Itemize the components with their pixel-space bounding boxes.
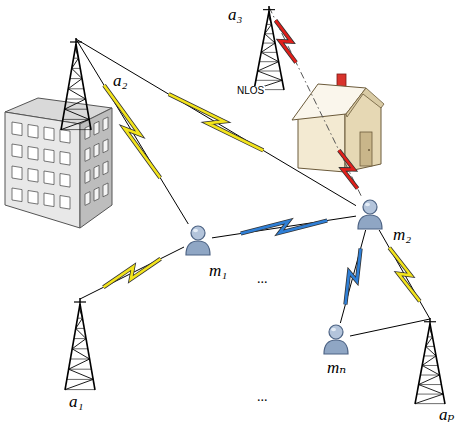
building-window: [94, 143, 99, 157]
radio-link: [212, 216, 356, 238]
user-icon: [356, 198, 384, 230]
radio-link: [76, 39, 188, 224]
building-window: [44, 149, 54, 163]
base-station: a₃: [251, 6, 287, 90]
node-label: m₁: [208, 262, 228, 279]
building-window: [44, 193, 54, 207]
base-station: aₚ: [412, 318, 448, 404]
node-label: a₁: [68, 393, 84, 410]
radio-link: [269, 7, 362, 198]
building-window: [28, 125, 38, 139]
house: [292, 74, 384, 172]
tower-icon: [62, 298, 98, 390]
building-window: [12, 122, 22, 136]
radio-link: [340, 230, 365, 323]
node-label: a₃: [227, 6, 243, 23]
lightning-outline: [241, 220, 327, 233]
building-window: [28, 169, 38, 183]
radio-link-group: [76, 39, 188, 224]
lightning-outline: [169, 94, 264, 150]
building-window: [28, 191, 38, 205]
radio-link: [76, 39, 356, 206]
office-building: [5, 98, 112, 228]
lightning-bolt: [169, 94, 264, 150]
building-window: [103, 183, 108, 197]
radio-link-group: [80, 247, 184, 299]
building-window: [12, 144, 22, 158]
node-label: mₙ: [326, 359, 347, 376]
lightning-outline: [104, 85, 160, 178]
tower-icon: [58, 38, 94, 130]
node-label: aₚ: [438, 406, 455, 423]
node-label: m₂: [392, 226, 412, 243]
base-station: a₂: [58, 38, 94, 130]
ellipsis-mark: ...: [256, 390, 269, 404]
lightning-bolt: [345, 249, 360, 305]
building-window: [103, 117, 108, 131]
nlos-label: NLOS: [236, 86, 265, 96]
ellipsis-mark: ...: [256, 272, 269, 286]
building-window: [28, 147, 38, 161]
building-window: [85, 170, 90, 184]
user-icon: [322, 323, 350, 355]
radio-link-group: [269, 7, 362, 198]
lightning-bolt: [276, 20, 297, 62]
radio-link: [379, 230, 430, 319]
building-window: [85, 192, 90, 206]
lightning-bolt: [339, 150, 358, 188]
building-window: [60, 152, 70, 166]
radio-link-group: [212, 216, 356, 238]
building-window: [12, 188, 22, 202]
lightning-outline: [339, 150, 358, 188]
building-window: [60, 130, 70, 144]
mobile-node: mₙ: [322, 323, 350, 355]
lightning-outline: [345, 249, 360, 305]
building-window: [85, 148, 90, 162]
building-window: [94, 187, 99, 201]
radio-link-group: [76, 39, 356, 206]
lightning-outline: [276, 20, 297, 62]
lightning-bolt: [389, 248, 420, 301]
building-window: [85, 126, 90, 140]
building-window: [44, 127, 54, 141]
lightning-bolt: [104, 85, 160, 178]
building-window: [12, 166, 22, 180]
base-station: a₁: [62, 298, 98, 390]
mobile-node: m₁: [184, 224, 212, 256]
building-window: [94, 121, 99, 135]
radio-link: [350, 319, 430, 336]
user-icon: [184, 224, 212, 256]
radio-link-group: [350, 319, 430, 336]
radio-link-group: [340, 230, 365, 323]
lightning-outline: [389, 248, 420, 301]
building-window: [44, 171, 54, 185]
mobile-node: m₂: [356, 198, 384, 230]
building-window: [60, 174, 70, 188]
lightning-outline: [103, 259, 160, 288]
building-window: [103, 139, 108, 153]
lightning-bolt: [241, 220, 327, 233]
radio-link: [80, 247, 184, 299]
building-window: [60, 196, 70, 210]
radio-link-group: [379, 230, 430, 319]
node-label: a₂: [112, 72, 128, 89]
building-window: [94, 165, 99, 179]
building-window: [103, 161, 108, 175]
tower-icon: [251, 6, 287, 90]
lightning-bolt: [103, 259, 160, 288]
tower-icon: [412, 318, 448, 404]
